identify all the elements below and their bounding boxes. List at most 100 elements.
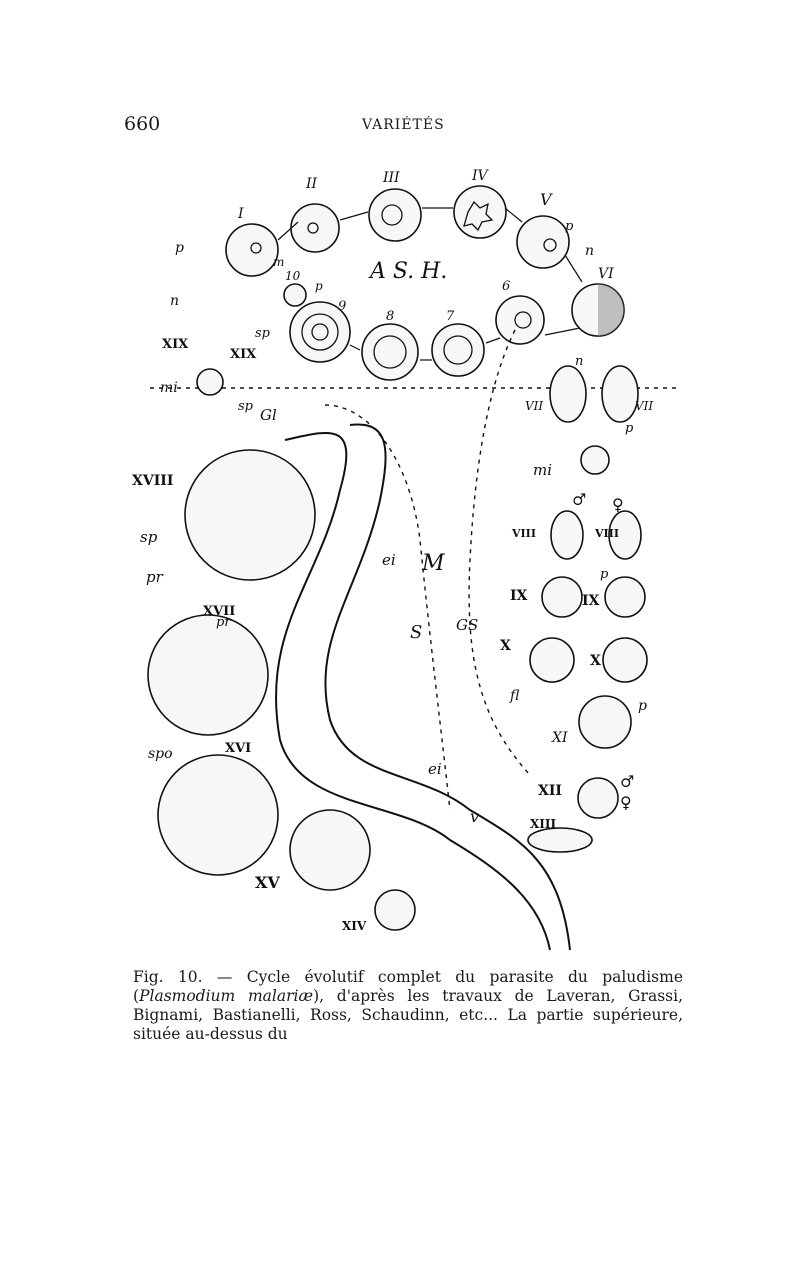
cell-VII-female [601,365,639,423]
running-head: VARIÉTÉS [362,117,445,133]
cell-10 [283,283,307,307]
svg-text:7: 7 [446,309,455,324]
svg-text:p: p [175,240,184,256]
ookinete-XIII [527,827,593,853]
mosquito-head-left [196,368,224,396]
svg-text:p: p [565,219,574,234]
svg-text:VII: VII [525,399,543,413]
path-GS [468,329,531,776]
svg-text:VII: VII [635,399,653,413]
cell-XII [577,777,619,819]
malaria-cycle-figure: A S. H. I II III IV V VI VII VII VIII VI… [120,160,680,960]
cell-II [290,203,340,253]
svg-text:6: 6 [502,279,510,294]
svg-text:p: p [638,698,647,714]
svg-text:Gl: Gl [260,406,277,424]
svg-text:XV: XV [255,873,280,892]
svg-text:sp: sp [140,528,158,546]
cell-XIV [374,889,416,931]
svg-text:pr: pr [146,568,164,586]
svg-text:8: 8 [386,309,394,324]
svg-text:9: 9 [338,299,346,314]
svg-text:XIII: XIII [530,817,557,831]
svg-text:XIX: XIX [162,337,189,352]
svg-text:n: n [575,354,583,369]
svg-text:IX: IX [510,588,528,604]
caption-suffix: ), d'après les travaux de Laveran, Grass… [133,987,683,1043]
svg-text:X: X [590,653,601,669]
cell-6 [495,295,545,345]
svg-text:I: I [237,206,244,222]
cell-X-male [529,637,575,683]
svg-text:XVIII: XVIII [132,473,173,489]
figure-drawing: A S. H. I II III IV V VI VII VII VIII VI… [132,168,680,951]
svg-text:II: II [305,176,318,192]
epithelium-inner [275,432,551,951]
svg-text:sp: sp [255,326,271,341]
svg-text:v: v [470,807,479,826]
cell-IX-male [541,576,583,618]
svg-text:IV: IV [471,168,490,184]
svg-text:♂: ♂ [572,490,586,509]
oocyst-XVII [147,614,269,736]
upper-cycle [225,185,625,381]
cell-IV [453,185,507,239]
cell-8 [361,323,419,381]
svg-text:X: X [500,638,511,654]
label-ash: A S. H. [368,259,447,284]
svg-text:♂: ♂ [620,772,634,791]
svg-text:mi: mi [533,461,552,479]
svg-text:fl: fl [509,688,520,704]
cell-9 [289,301,351,363]
svg-text:VIII: VIII [511,527,536,540]
svg-text:10: 10 [285,269,301,283]
svg-text:m: m [273,255,284,269]
cell-7 [431,323,485,377]
cell-X-female [602,637,648,683]
cell-VIII-female [608,510,642,560]
caption-prefix: Fig. 10. — Cycle évolutif complet du par… [133,968,683,1005]
oocyst-XVI [157,754,279,876]
svg-text:VI: VI [598,266,614,282]
oocyst-XVIII [184,449,316,581]
svg-text:n: n [585,243,594,259]
svg-text:ei: ei [428,760,442,778]
svg-text:VIII: VIII [594,527,619,540]
svg-text:ei: ei [382,551,396,569]
svg-text:GS: GS [456,616,478,634]
cell-VII-male [549,365,587,423]
svg-text:p: p [315,279,323,293]
cell-III [368,188,422,242]
svg-text:mi: mi [160,380,178,396]
epithelium-outer [324,423,571,951]
svg-text:IX: IX [582,593,600,609]
svg-text:III: III [382,170,400,186]
mosquito-head-right [580,445,610,475]
svg-text:M: M [421,551,445,576]
path-S [324,404,451,811]
cell-VIII-male [550,510,584,560]
svg-text:XVII: XVII [203,604,235,619]
svg-text:p: p [625,421,634,436]
svg-text:♀: ♀ [612,495,624,514]
svg-text:XIX: XIX [230,347,257,362]
svg-text:XII: XII [538,783,562,799]
cell-XI [578,695,632,749]
svg-text:XVI: XVI [225,741,251,756]
svg-text:V: V [540,190,553,209]
oocyst-XV [289,809,371,891]
svg-text:XI: XI [551,730,568,746]
svg-text:n: n [170,293,179,309]
cell-IX-female [604,576,646,618]
svg-text:sp: sp [238,399,254,414]
cell-V [516,215,570,269]
svg-text:p: p [600,567,609,582]
caption-species: Plasmodium malariæ [139,987,314,1005]
figure-caption: Fig. 10. — Cycle évolutif complet du par… [133,968,683,1044]
svg-text:pr: pr [216,615,231,630]
svg-text:S: S [410,622,422,643]
svg-text:♀: ♀ [620,793,632,812]
page-number: 660 [124,113,161,135]
svg-text:spo: spo [148,746,173,762]
svg-text:XIV: XIV [342,919,367,933]
